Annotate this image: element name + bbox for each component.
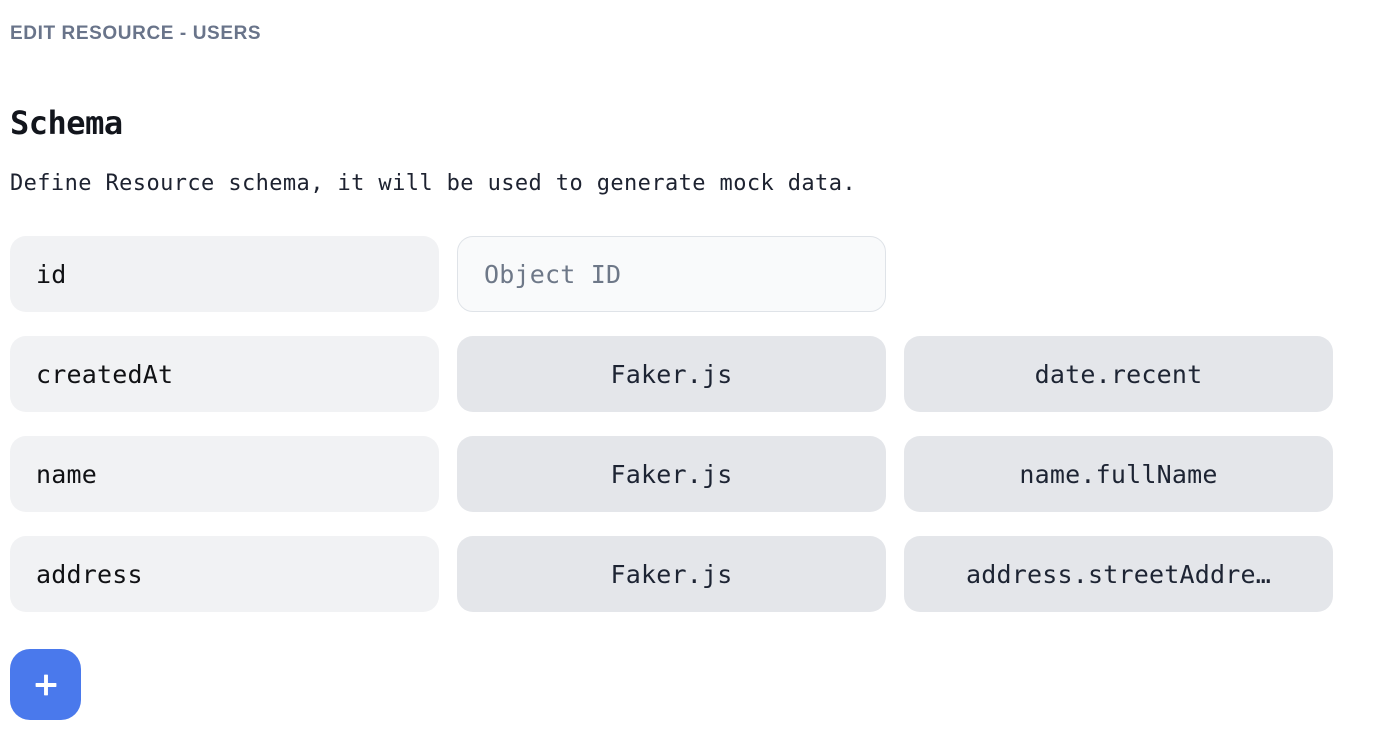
field-method-select[interactable]: date.recent [904, 336, 1333, 412]
field-generator-select[interactable]: Faker.js [457, 536, 886, 612]
field-name-input[interactable]: createdAt [10, 336, 439, 412]
field-generator-select[interactable]: Faker.js [457, 336, 886, 412]
page-description: Define Resource schema, it will be used … [10, 171, 856, 196]
schema-row: address Faker.js address.streetAddre… [10, 536, 1335, 612]
field-method-select[interactable]: address.streetAddre… [904, 536, 1333, 612]
schema-row: name Faker.js name.fullName [10, 436, 1335, 512]
schema-row: id Object ID [10, 236, 1335, 312]
schema-field-list: id Object ID createdAt Faker.js date.rec… [10, 236, 1335, 612]
page-title: Schema [10, 104, 123, 142]
field-name-input[interactable]: id [10, 236, 439, 312]
plus-icon [35, 674, 56, 695]
field-method-select[interactable]: name.fullName [904, 436, 1333, 512]
field-name-input[interactable]: address [10, 536, 439, 612]
schema-row: createdAt Faker.js date.recent [10, 336, 1335, 412]
field-generator-select[interactable]: Faker.js [457, 436, 886, 512]
field-name-input[interactable]: name [10, 436, 439, 512]
add-field-button[interactable] [10, 649, 81, 720]
field-value-input[interactable]: Object ID [457, 236, 886, 312]
breadcrumb-eyebrow: EDIT RESOURCE - USERS [10, 23, 262, 44]
